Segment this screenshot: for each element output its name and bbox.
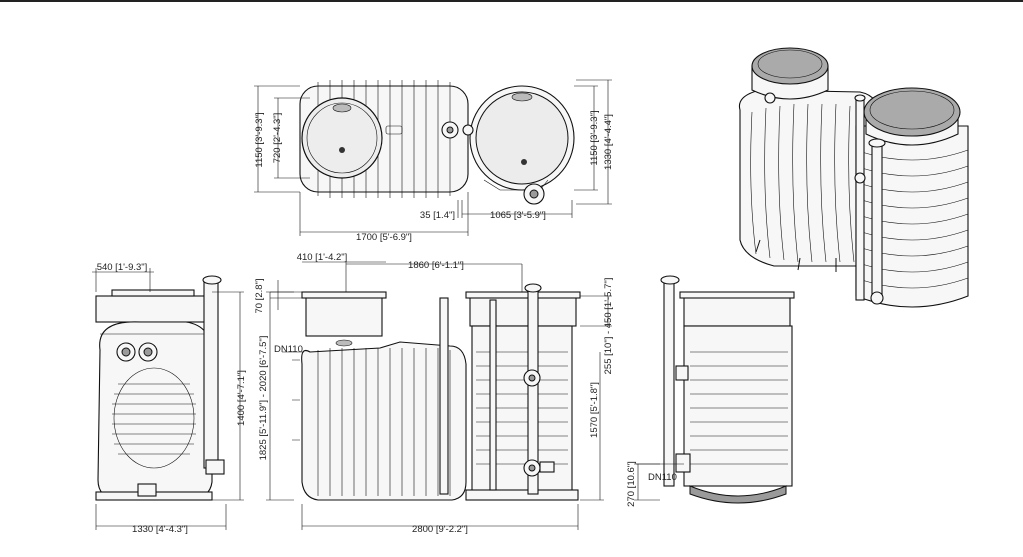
dim-top-height-2: 720 [2'-4.3"]: [272, 113, 283, 164]
iso-lid-left: [751, 47, 829, 85]
dim-left-height: 1400 [4'-7.1"]: [236, 370, 247, 426]
label-right-dn110: DN110: [648, 472, 677, 483]
top-view-lid-left: [301, 97, 383, 179]
right-view: DN110 270 [10.6"]: [626, 275, 795, 507]
left-view-cap: [95, 295, 209, 323]
front-view: 410 [1'-4.2"] 1860 [6'-1.1"] 70 [2.8"] D…: [254, 252, 614, 535]
dim-top-height-right-2: 1330 [4'-4.4"]: [603, 114, 614, 170]
dim-left-base-width: 1330 [4'-4.3"]: [132, 524, 188, 535]
isometric-view: [738, 47, 969, 308]
dim-left-top-width: 540 [1'-9.3"]: [97, 262, 148, 273]
right-view-vent-pipe: [663, 281, 675, 487]
top-view: 1150 [3'-9.3"] 720 [2'-4.3"] 1700 [5'-6.…: [254, 79, 614, 243]
dim-front-410: 410 [1'-4.2"]: [297, 252, 348, 263]
right-view-tank: [683, 325, 793, 487]
iso-vent-pipe: [871, 143, 883, 301]
left-view-vent-pipe: [203, 281, 219, 469]
dim-front-length-total: 2800 [9'-2.2"]: [412, 524, 468, 535]
dim-top-height-1: 1150 [3'-9.3"]: [254, 112, 265, 167]
dim-right-270: 270 [10.6"]: [626, 461, 637, 507]
dim-front-70: 70 [2.8"]: [254, 278, 265, 313]
dim-front-height-range: 1825 [5'-11.9"] - 2020 [6'-7.5"]: [258, 336, 269, 461]
dim-top-offset: 35 [1.4"]: [420, 210, 455, 221]
front-view-tank-right: [471, 325, 573, 495]
label-front-dn110: DN110: [274, 344, 303, 355]
dim-top-width-right: 1065 [3'-5.9"]: [490, 210, 546, 221]
dim-top-width-total: 1700 [5'-6.9"]: [356, 232, 412, 243]
dim-front-1860: 1860 [6'-1.1"]: [408, 260, 464, 271]
right-view-base: [689, 485, 787, 504]
dim-front-1570: 1570 [5'-1.8"]: [589, 382, 600, 438]
left-view: 540 [1'-9.3"] 1400 [4'-7.1"] 1330 [4'-4.…: [92, 262, 247, 535]
top-view-lid-right: [475, 91, 569, 185]
dim-front-255-450: 255 [10"] - 450 [1'-5.7"]: [603, 278, 614, 375]
dim-top-height-right-1: 1150 [3'-9.3"]: [589, 110, 600, 165]
front-view-tank-left: [301, 341, 467, 501]
